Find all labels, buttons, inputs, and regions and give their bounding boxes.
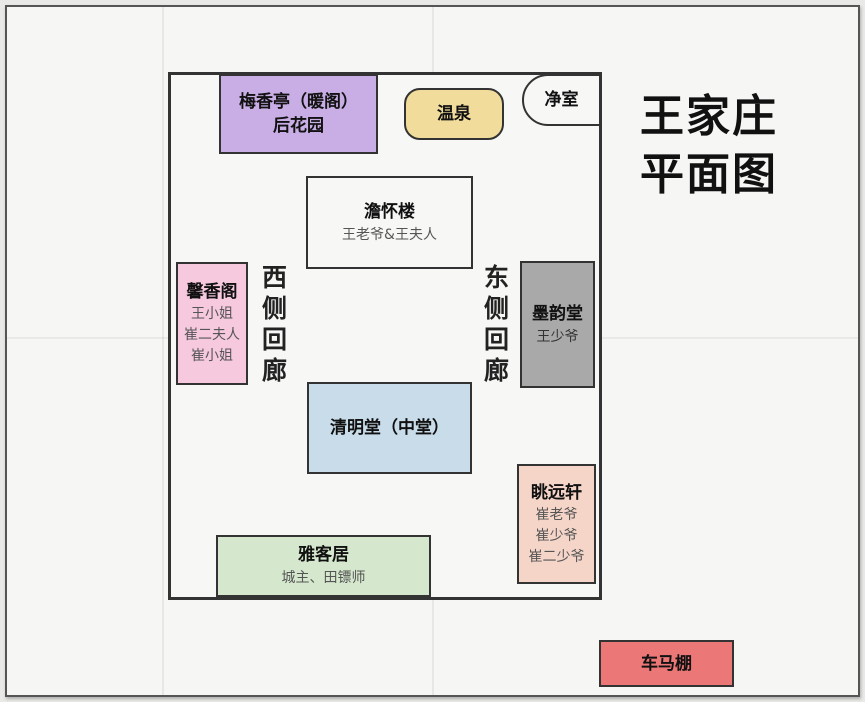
room-jingshi[interactable]: 净室 — [522, 74, 601, 126]
room-tiaoyuan-pavilion[interactable]: 眺远轩 崔老爷 崔少爷 崔二少爷 — [517, 464, 596, 584]
west-corridor-label: 西 侧 回 廊 — [262, 262, 287, 386]
west-corridor-char: 侧 — [262, 294, 288, 323]
room-yake-name: 雅客居 — [298, 545, 349, 565]
room-wenquan-hotspring[interactable]: 温泉 — [404, 88, 504, 140]
east-corridor-char: 廊 — [484, 356, 510, 385]
room-tiaoyuan-occupant: 崔少爷 — [535, 527, 578, 544]
room-jingshi-name: 净室 — [544, 90, 579, 110]
map-title-line2: 平面图 — [640, 149, 778, 200]
room-qingming-hall[interactable]: 清明堂（中堂） — [307, 382, 472, 474]
room-wenquan-name: 温泉 — [437, 104, 471, 124]
map-title-line1: 王家庄 — [640, 91, 778, 142]
room-zhanhuai-name: 澹怀楼 — [364, 201, 415, 222]
room-chemapeng-name: 车马棚 — [641, 653, 692, 674]
room-tiaoyuan-occupant: 崔老爷 — [535, 506, 578, 523]
room-zhanhuai-tower[interactable]: 澹怀楼 王老爷&王夫人 — [306, 176, 473, 269]
east-corridor-char: 东 — [484, 263, 510, 292]
room-chemapeng-stable[interactable]: 车马棚 — [599, 640, 734, 687]
room-yake-residence[interactable]: 雅客居 城主、田镖师 — [216, 535, 431, 597]
room-xinxiang-occupant: 崔小姐 — [191, 348, 233, 364]
room-meixiang-pavilion[interactable]: 梅香亭（暖阁） 后花园 — [219, 74, 378, 154]
room-xinxiang-occupant: 崔二夫人 — [184, 327, 240, 343]
room-xinxiang-pavilion[interactable]: 馨香阁 王小姐 崔二夫人 崔小姐 — [176, 262, 248, 385]
west-corridor-char: 廊 — [262, 356, 288, 385]
west-corridor-char: 西 — [262, 263, 288, 292]
map-title: 王家庄 平面图 — [640, 88, 778, 204]
east-corridor-char: 侧 — [484, 294, 510, 323]
room-tiaoyuan-name: 眺远轩 — [531, 482, 582, 503]
west-corridor-char: 回 — [262, 325, 288, 354]
room-zhanhuai-occupants: 王老爷&王夫人 — [342, 226, 437, 243]
room-yake-occupants: 城主、田镖师 — [281, 570, 366, 586]
room-tiaoyuan-occupant: 崔二少爷 — [528, 548, 585, 565]
room-meixiang-name: 梅香亭（暖阁） — [239, 92, 358, 112]
room-moyun-name: 墨韵堂 — [532, 303, 583, 324]
east-corridor-label: 东 侧 回 廊 — [484, 262, 509, 386]
room-moyun-occupants: 王少爷 — [536, 328, 579, 345]
room-xinxiang-occupant: 王小姐 — [191, 306, 233, 322]
room-xinxiang-name: 馨香阁 — [186, 282, 238, 302]
paper-fold — [162, 7, 164, 695]
room-meixiang-sub: 后花园 — [273, 116, 324, 136]
room-qingming-name: 清明堂（中堂） — [330, 418, 449, 438]
room-moyun-hall[interactable]: 墨韵堂 王少爷 — [520, 261, 595, 388]
east-corridor-char: 回 — [484, 325, 510, 354]
